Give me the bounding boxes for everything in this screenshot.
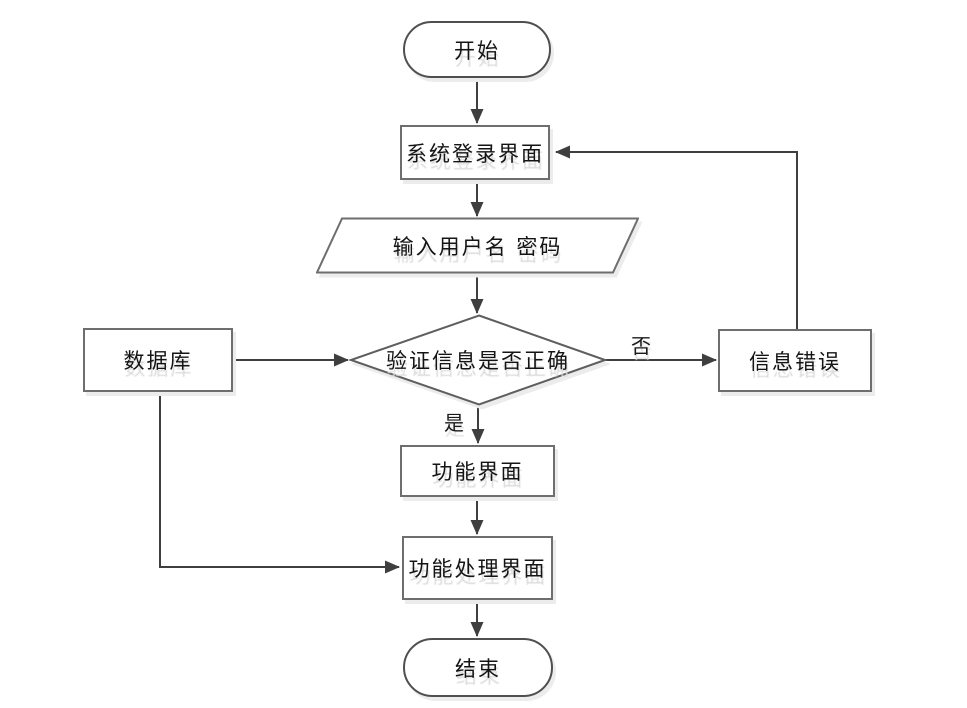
node-process-label: 功能处理界面 [408,557,547,581]
node-error-label: 信息错误 [749,349,841,374]
node-database: 数据库 [83,328,233,392]
node-start-label: 开始 [454,38,500,63]
node-function: 功能界面 [400,445,555,497]
node-input: 输入用户名 密码 [316,217,639,274]
node-verify-label: 验证信息是否正确 [386,349,570,373]
edge-label-no: 否 [631,334,651,358]
node-process: 功能处理界面 [402,536,553,600]
node-login: 系统登录界面 [400,125,550,180]
node-database-label: 数据库 [123,349,193,373]
node-end-label: 结束 [455,656,501,681]
parallelogram-shape [316,217,639,274]
node-end: 结束 [403,638,553,697]
node-input-label: 输入用户名 密码 [392,234,563,259]
diamond-shape [349,314,607,406]
node-function-label: 功能界面 [431,460,524,484]
node-verify: 验证信息是否正确 [349,314,607,406]
node-error: 信息错误 [718,329,872,392]
node-login-label: 系统登录界面 [406,141,544,166]
edge-database-to-process [159,392,400,574]
node-start: 开始 [403,21,551,78]
edge-label-yes: 是 [444,411,464,435]
